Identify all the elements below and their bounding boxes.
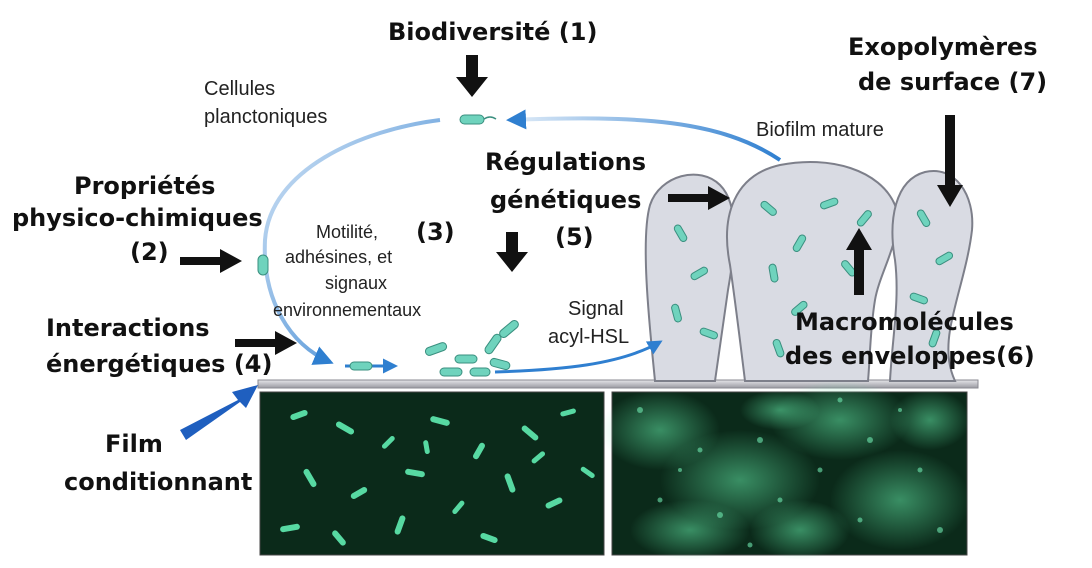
label-proprietes-2: physico-chimiques (12, 204, 263, 232)
arrow-regulations-right (668, 186, 730, 210)
label-motilite-num: (3) (416, 218, 455, 246)
label-interactions-1: Interactions (46, 314, 210, 342)
label-exopolymeres-2: de surface (7) (858, 68, 1047, 96)
cycle-arrow-top (506, 109, 782, 162)
labels: Biodiversité (1) Cellules planctoniques … (12, 18, 1047, 496)
label-motilite-3: signaux (325, 273, 387, 293)
arrow-regulations (496, 232, 528, 272)
label-film-1: Film (105, 430, 163, 458)
surface-substrate (257, 379, 979, 389)
label-proprietes-3: (2) (130, 238, 169, 266)
label-macromolecules-2: des enveloppes(6) (785, 342, 1035, 370)
label-cellules-2: planctoniques (204, 106, 327, 128)
cycle-arrow-to-biofilm (494, 340, 663, 374)
label-motilite-1: Motilité, (316, 222, 378, 242)
arrow-macromolecules (846, 228, 872, 295)
label-macromolecules-1: Macromolécules (795, 308, 1014, 336)
label-biofilm-mature: Biofilm mature (756, 119, 884, 141)
arrow-exopolymeres (937, 115, 963, 207)
label-signal-1: Signal (568, 298, 624, 320)
microscopy-panel-dense (600, 380, 970, 560)
label-regulations-1: Régulations (485, 148, 646, 176)
label-proprietes-1: Propriétés (74, 172, 215, 200)
arrow-proprietes (180, 249, 242, 273)
label-interactions-2: énergétiques (4) (46, 350, 272, 378)
arrow-film-conditionnant (180, 385, 258, 440)
label-motilite-2: adhésines, et (285, 247, 392, 267)
label-motilite-4: environnementaux (273, 300, 421, 320)
label-signal-2: acyl-HSL (548, 326, 629, 348)
label-film-2: conditionnant (64, 468, 252, 496)
label-exopolymeres-1: Exopolymères (848, 33, 1038, 61)
planktonic-cell (459, 114, 497, 125)
label-regulations-3: (5) (555, 223, 594, 251)
attached-cells (257, 254, 519, 377)
cycle-arrow-left (262, 118, 441, 365)
label-cellules-1: Cellules (204, 78, 275, 100)
arrow-biodiversite (456, 55, 488, 97)
black-arrows (180, 55, 963, 355)
label-biodiversite: Biodiversité (1) (388, 18, 597, 46)
arrow-interactions (235, 331, 297, 355)
biofilm-mushrooms (644, 161, 974, 382)
microscopy-panel-sparse (259, 391, 605, 556)
label-regulations-2: génétiques (490, 186, 641, 214)
